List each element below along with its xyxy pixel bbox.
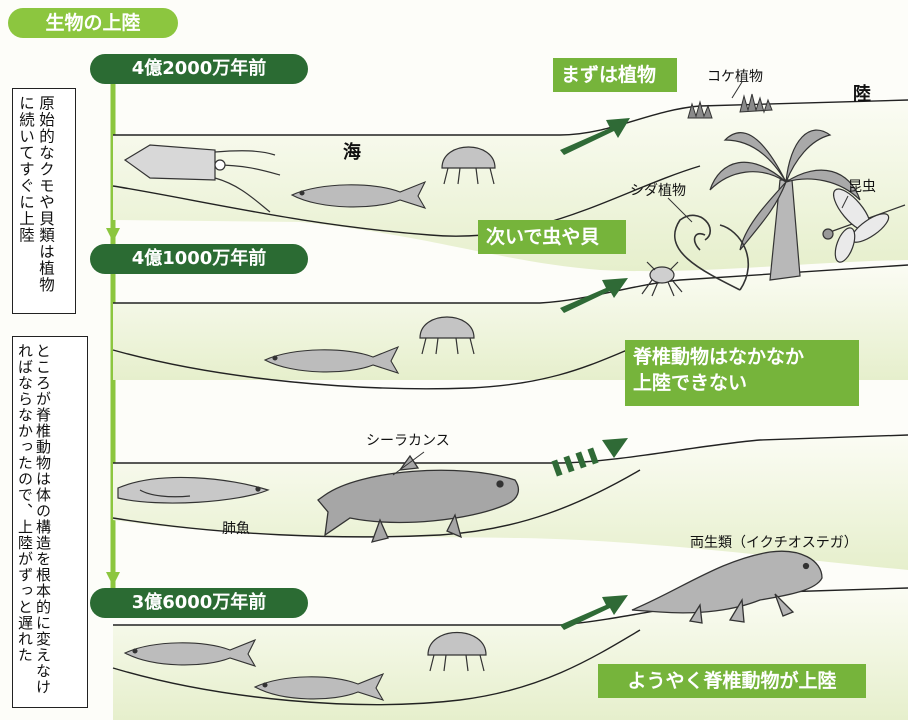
- arrow-vertebrates-land: [560, 595, 628, 630]
- callout-vertebrates-line1: 脊椎動物はなかなか: [633, 346, 805, 368]
- fish-icon-4: [253, 672, 385, 701]
- fern-icon: [673, 214, 750, 291]
- arrow-insects: [560, 278, 628, 313]
- pointer-fern: [667, 197, 693, 223]
- fish-icon-1: [290, 180, 427, 209]
- spider-icon: [641, 261, 683, 297]
- callout-vertebrates-line2: 上陸できない: [633, 372, 748, 394]
- era-label-1: 4億2000万年前: [90, 54, 308, 84]
- seafloor-line-3: [112, 469, 641, 538]
- coelacanth-icon: [317, 451, 519, 543]
- note-box-1: 原始的なクモや貝類は植物に続いてすぐに上陸: [12, 88, 76, 314]
- arrow-vertebrates-dashed: [551, 438, 628, 477]
- seafloor-line-2: [112, 344, 641, 390]
- title-badge: 生物の上陸: [8, 8, 178, 38]
- dragonfly-icon: [822, 188, 906, 263]
- label-sea: 海: [343, 142, 361, 163]
- callout-finally: ようやく脊椎動物が上陸: [598, 664, 866, 698]
- callout-plants-first: まずは植物: [553, 58, 677, 92]
- tree-fern-icon: [709, 129, 861, 281]
- label-insect: 昆虫: [848, 179, 876, 195]
- callout-insects-shells: 次いで虫や貝: [478, 220, 626, 254]
- timeline-arrowhead-1: [106, 228, 120, 242]
- sea-surface-line-1: [113, 99, 908, 136]
- label-fern: シダ植物: [630, 183, 686, 199]
- jellyfish-icon-3: [427, 632, 487, 672]
- pointer-moss: [731, 81, 743, 99]
- label-land: 陸: [853, 84, 871, 105]
- squid-icon: [123, 144, 281, 213]
- seafloor-line-1: [112, 165, 701, 237]
- pointer-insect: [841, 195, 849, 209]
- lungfish-icon: [117, 476, 270, 504]
- note-text-1: 原始的なクモや貝類は植物に続いてすぐに上陸: [17, 95, 55, 293]
- note-text-2: ところが脊椎動物は体の構造を根本的に変えなければならなかったので、上陸がずっと遅…: [16, 343, 52, 695]
- note-box-2: ところが脊椎動物は体の構造を根本的に変えなければならなかったので、上陸がずっと遅…: [12, 336, 88, 708]
- timeline-arrowhead-2: [106, 572, 120, 586]
- callout-vertebrates: 脊椎動物はなかなか 上陸できない: [625, 340, 859, 406]
- label-lungfish: 肺魚: [222, 521, 250, 537]
- sea-surface-line-2: [113, 264, 908, 304]
- ichthyostega-icon: [631, 550, 823, 624]
- era-label-3: 3億6000万年前: [90, 588, 308, 618]
- fish-icon-2: [263, 345, 400, 374]
- sea-surface-line-3: [113, 434, 908, 464]
- label-coelacanth: シーラカンス: [366, 433, 450, 449]
- label-amphibian: 両生類（イクチオステガ）: [690, 535, 858, 551]
- fish-icon-3: [123, 638, 257, 667]
- jellyfish-icon-1: [441, 146, 496, 185]
- arrow-plants: [560, 118, 630, 155]
- seafloor-line-4: [112, 629, 641, 706]
- era-label-2: 4億1000万年前: [90, 244, 308, 274]
- jellyfish-icon-2: [419, 316, 475, 355]
- moss-icon: [687, 93, 773, 119]
- label-moss: コケ植物: [707, 69, 763, 85]
